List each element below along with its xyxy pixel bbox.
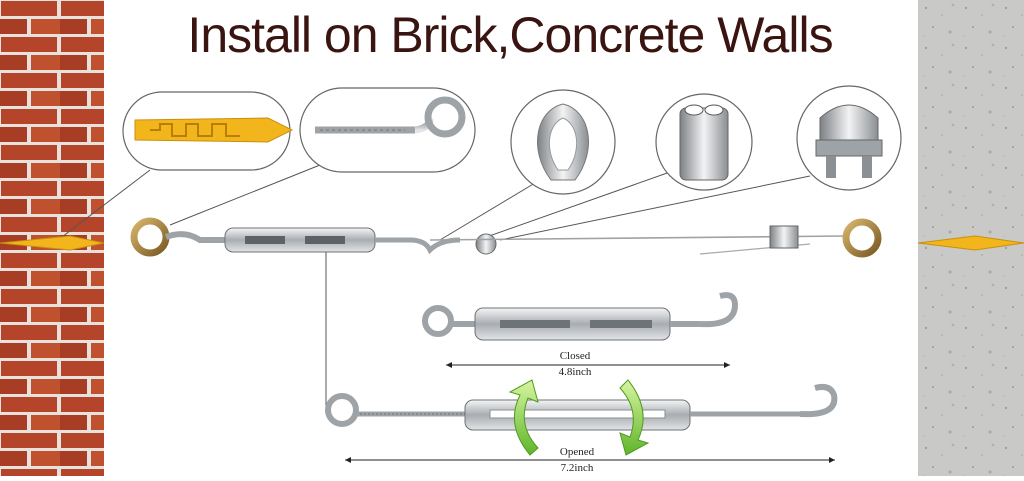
rotate-arrow-icon	[508, 379, 650, 456]
thimble-icon	[510, 89, 616, 195]
wire-rope-assembly	[0, 217, 1024, 258]
wire-rope-clip-icon	[796, 85, 902, 191]
page-title: Install on Brick,Concrete Walls	[187, 7, 833, 63]
closed-length: 4.8inch	[558, 366, 592, 378]
wall-anchor-icon	[122, 91, 294, 171]
opened-label: Opened	[559, 446, 595, 458]
callout-lines	[57, 164, 811, 412]
closed-label: Closed	[559, 350, 591, 362]
eye-screw-icon	[299, 87, 476, 173]
aluminum-sleeve-icon	[655, 93, 753, 191]
turnbuckle-opened	[325, 383, 838, 431]
turnbuckle-closed	[422, 292, 739, 341]
opened-length: 7.2inch	[560, 462, 594, 474]
